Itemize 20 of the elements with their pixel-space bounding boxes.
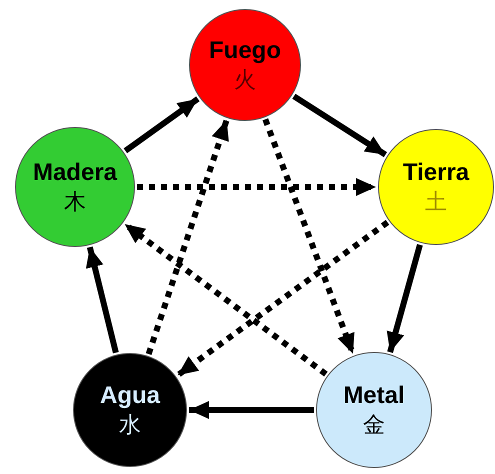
element-symbol: 火 [234,66,256,94]
dotted-arrow [176,220,390,378]
element-name: Fuego [209,36,281,66]
arrow [386,244,423,353]
dotted-arrow [137,178,376,196]
element-name: Tierra [402,158,470,188]
arrow [292,94,388,158]
element-symbol: 水 [119,411,141,439]
element-symbol: 土 [425,188,447,216]
dotted-arrow [146,119,230,355]
element-symbol: 金 [363,411,385,439]
element-name: Madera [32,158,118,188]
element-symbol: 木 [64,188,86,216]
arrow [86,246,119,354]
dotted-arrow [262,118,356,355]
arrow [124,96,200,154]
element-name: Agua [100,381,160,412]
element-name: Metal [343,381,405,412]
dotted-arrow [122,222,328,377]
arrow [189,401,314,419]
